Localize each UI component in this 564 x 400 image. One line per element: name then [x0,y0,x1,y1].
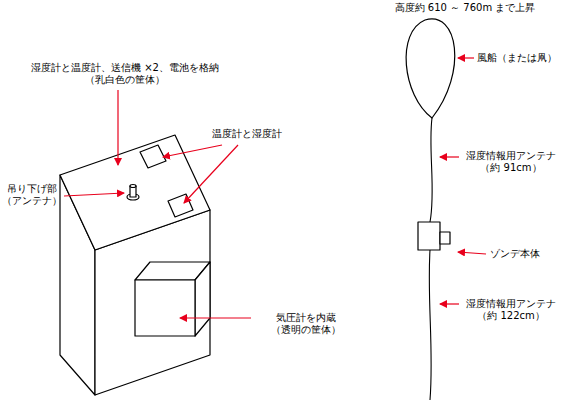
callout-label: 湿度計と温度計、送信機 ×2、電池を格納 （乳白色の筐体） [0,62,250,86]
callout-label: 気圧計を内蔵 （透明の筐体） [254,312,358,336]
balloon [406,19,455,118]
leader-arrow [64,193,124,196]
leader-arrow [458,252,486,254]
knob-top [130,185,136,188]
leader-arrow [184,145,238,203]
callout-label: ゾンデ本体 [490,248,540,260]
callout-label: 湿度情報用アンテナ （約 91cm） [462,150,560,174]
antenna-wire [430,118,432,222]
sonde-body [418,222,440,250]
leader-arrow [180,317,251,318]
callout-label: 湿度情報用アンテナ （約 122cm） [462,298,560,322]
pressure-box-side [195,262,210,336]
leader-arrow [458,57,474,58]
pressure-box-front [135,280,195,336]
leader-arrow [440,156,459,157]
callout-label: 吊り下げ部 （アンテナ） [0,183,64,207]
sensor-window [140,145,166,168]
leader-arrow [163,145,222,157]
callout-label: 高度約 610 ～ 760m まで上昇 [395,2,536,14]
sonde-part [440,232,450,244]
callout-label: 風船（または凧） [477,52,557,64]
antenna-wire [429,250,431,400]
leader-arrow [440,303,459,304]
leader-arrow [117,90,118,165]
callout-label: 温度計と湿度計 [212,128,282,140]
